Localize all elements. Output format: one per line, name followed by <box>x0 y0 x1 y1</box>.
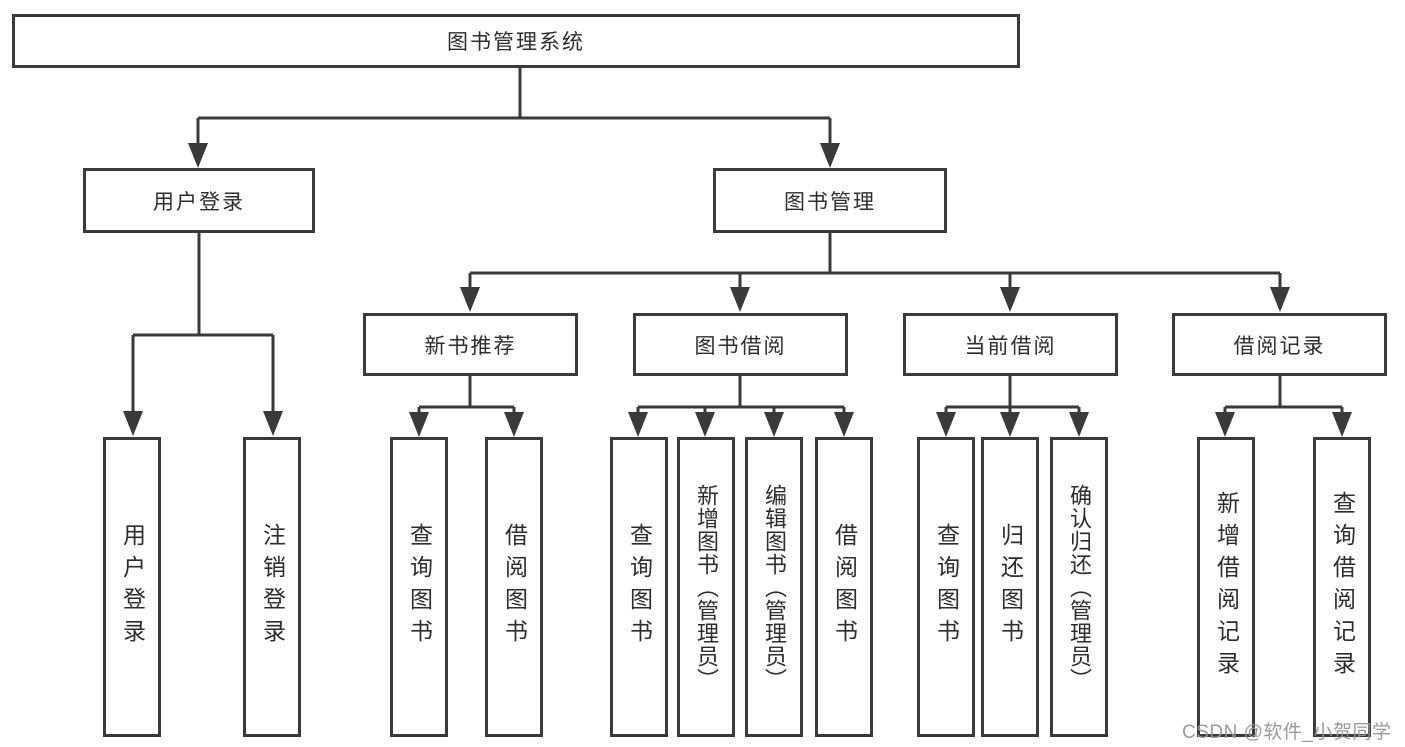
node-label: 新增图书（管理员） <box>694 483 719 691</box>
csdn-watermark: CSDN @软件_小贺同学 <box>1182 722 1392 743</box>
node-label: 查询图书 <box>626 523 653 651</box>
node-label: 用户登录 <box>153 190 245 214</box>
node-label: 借阅图书 <box>501 523 528 651</box>
node-label: 当前借阅 <box>964 334 1057 358</box>
node-user-login: 用户登录 <box>83 168 315 233</box>
node-label: 新增借阅记录 <box>1213 491 1240 683</box>
node-label: 新书推荐 <box>424 334 517 358</box>
leaf-edit-books-admin: 编辑图书（管理员） <box>745 437 803 737</box>
leaf-query-books-recommend: 查询图书 <box>390 437 448 737</box>
node-borrow-records: 借阅记录 <box>1172 313 1387 376</box>
node-label: 查询图书 <box>933 523 960 651</box>
node-book-borrowing: 图书借阅 <box>633 313 848 376</box>
leaf-query-borrow-record: 查询借阅记录 <box>1313 437 1371 737</box>
node-label: 编辑图书（管理员） <box>762 483 787 691</box>
node-label: 查询图书 <box>406 523 433 651</box>
leaf-logout: 注销登录 <box>243 437 301 737</box>
node-label: 借阅图书 <box>831 523 858 651</box>
leaf-borrow-books-recommend: 借阅图书 <box>485 437 543 737</box>
leaf-return-books: 归还图书 <box>981 437 1039 737</box>
node-label: 图书借阅 <box>694 334 787 358</box>
node-label: 归还图书 <box>997 523 1024 651</box>
node-root-library-management-system: 图书管理系统 <box>12 14 1020 68</box>
node-label: 查询借阅记录 <box>1329 491 1356 683</box>
node-label: 确认归还（管理员） <box>1067 483 1092 691</box>
node-new-book-recommend: 新书推荐 <box>363 313 578 376</box>
leaf-query-books-current: 查询图书 <box>917 437 975 737</box>
node-label: 借阅记录 <box>1233 334 1326 358</box>
leaf-borrow-books: 借阅图书 <box>815 437 873 737</box>
leaf-query-books-borrowing: 查询图书 <box>610 437 668 737</box>
node-label: 用户登录 <box>119 523 146 651</box>
arrowhead-icons <box>123 143 1352 437</box>
leaf-add-books-admin: 新增图书（管理员） <box>677 437 735 737</box>
node-current-borrowing: 当前借阅 <box>903 313 1118 376</box>
leaf-add-borrow-record: 新增借阅记录 <box>1197 437 1255 737</box>
node-book-management: 图书管理 <box>713 168 947 233</box>
node-label: 图书管理系统 <box>447 31 585 54</box>
leaf-confirm-return-admin: 确认归还（管理员） <box>1050 437 1108 737</box>
node-label: 图书管理 <box>784 190 876 214</box>
node-label: 注销登录 <box>259 523 286 651</box>
leaf-user-login: 用户登录 <box>103 437 161 737</box>
